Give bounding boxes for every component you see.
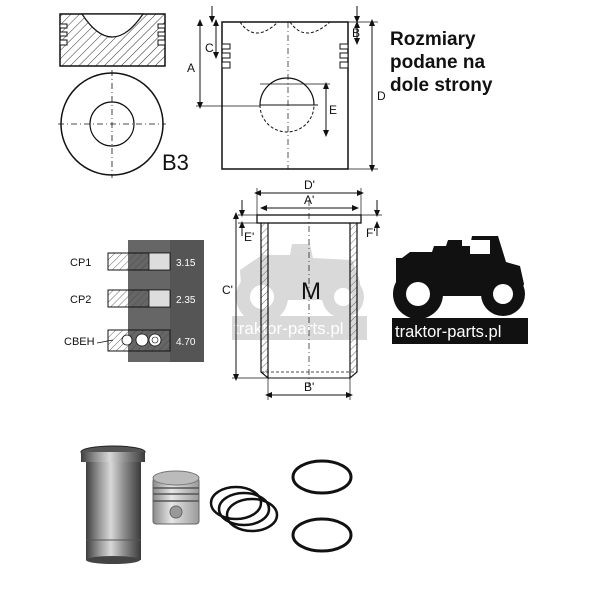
- dim-C-prime: C': [222, 283, 233, 297]
- logo-text: traktor-parts.pl: [395, 323, 501, 341]
- piston-top-view: B3: [58, 70, 189, 178]
- size-note-line-1: Rozmiary: [390, 29, 476, 50]
- ring-name-cp2: CP2: [70, 294, 91, 306]
- tractor-icon: [393, 236, 525, 319]
- liner-photo: [80, 445, 146, 564]
- size-note: Rozmiary podane na dole strony: [390, 28, 590, 97]
- dim-B: B: [352, 26, 360, 40]
- watermark: traktor-parts.pl: [232, 244, 367, 340]
- piston-label: B3: [162, 150, 189, 175]
- seal-rings-photo: [291, 459, 353, 553]
- dim-F-prime: F': [366, 226, 376, 240]
- liner-center-label: M: [301, 278, 321, 305]
- dim-B-prime: B': [304, 380, 314, 394]
- dim-E: E: [329, 103, 337, 117]
- dim-D: D: [377, 89, 386, 103]
- ring-name-cbeh: CBEH: [64, 336, 95, 348]
- dim-E-prime: E': [244, 230, 254, 244]
- size-note-line-3: dole strony: [390, 75, 493, 96]
- size-note-line-2: podane na: [390, 52, 486, 73]
- piston-photo: [152, 470, 200, 525]
- watermark-text: traktor-parts.pl: [234, 319, 344, 338]
- logo: traktor-parts.pl: [392, 236, 528, 344]
- piston-section-view: [59, 13, 166, 67]
- product-photos: [80, 445, 353, 564]
- ring-value-cp1: 3.15: [176, 258, 196, 269]
- ring-value-cbeh: 4.70: [176, 337, 196, 348]
- dim-A-prime: A': [304, 193, 314, 207]
- dim-D-prime: D': [304, 178, 315, 192]
- ring-name-cp1: CP1: [70, 257, 91, 269]
- ring-value-cp2: 2.35: [176, 295, 196, 306]
- dim-A: A: [187, 61, 195, 75]
- liner-drawing: M D' A' E' F' C' B': [222, 178, 382, 400]
- watermark-tractor-icon: [240, 244, 360, 300]
- rings-diagram: CP1 CP2 CBEH 3.15 2.35 4.70: [64, 240, 204, 362]
- dim-C: C: [205, 41, 214, 55]
- rings-photo: [209, 485, 279, 533]
- cylinder-assembly-drawing: A C B D E: [187, 6, 386, 172]
